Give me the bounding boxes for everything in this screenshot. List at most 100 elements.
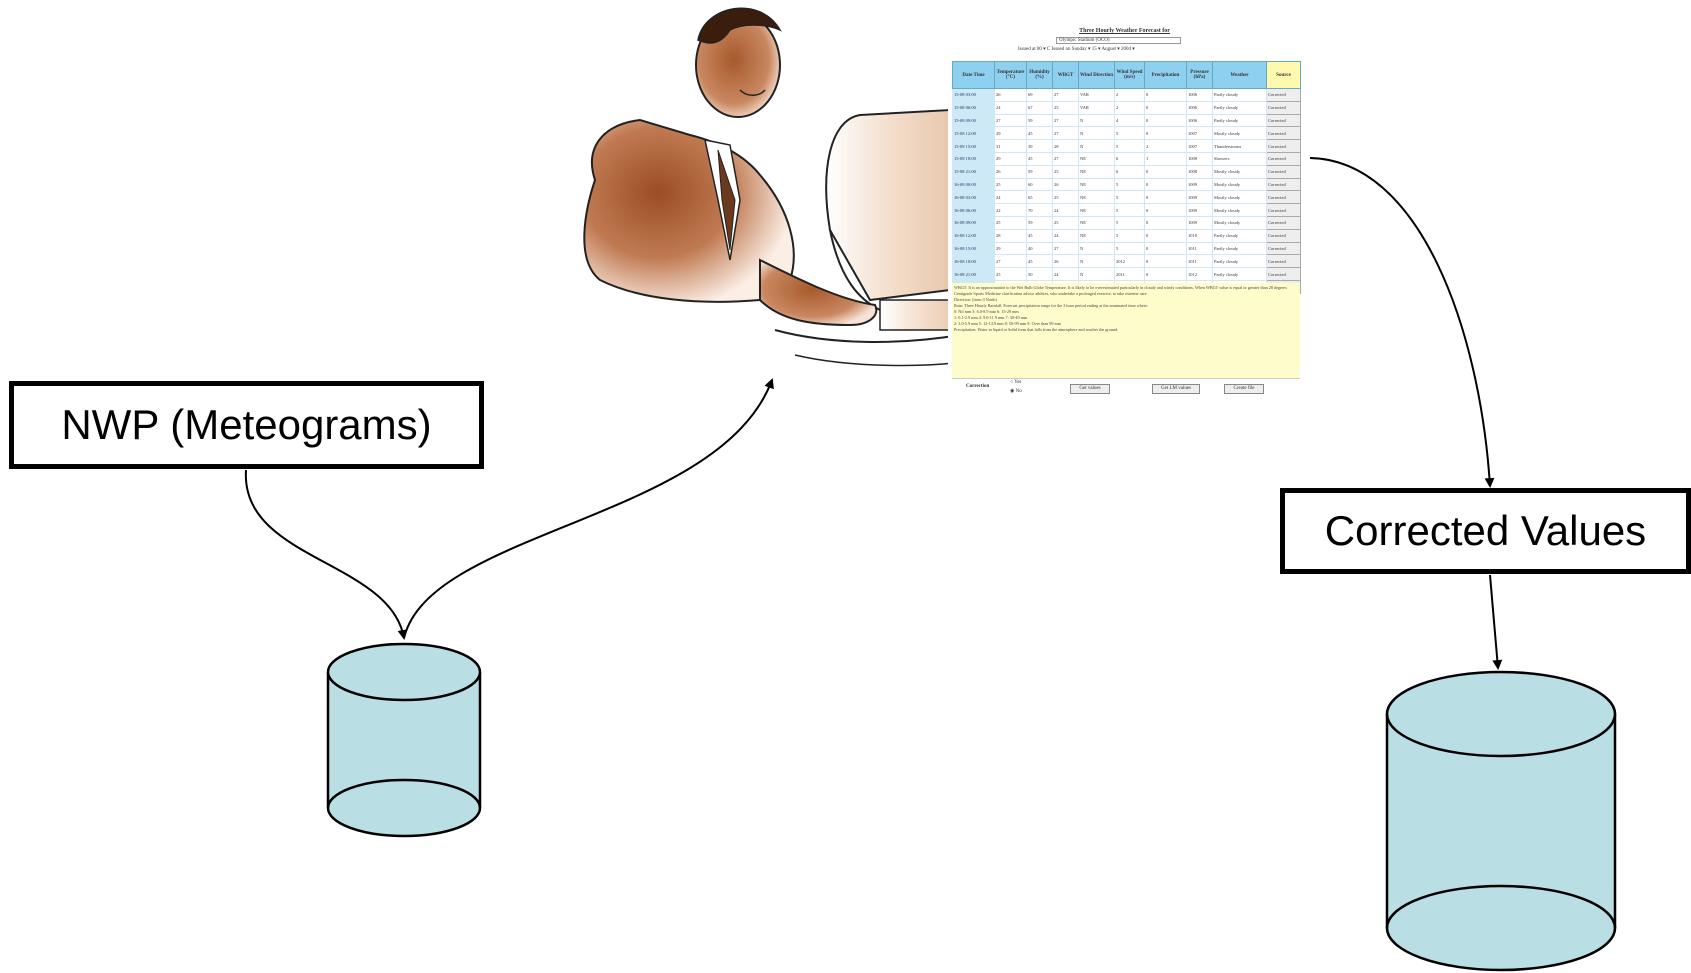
table-cell[interactable]: N <box>1078 139 1115 153</box>
table-cell[interactable]: 0 <box>1144 190 1187 205</box>
table-cell[interactable]: 27 <box>1052 113 1079 128</box>
table-cell[interactable]: NE <box>1078 203 1115 217</box>
table-cell[interactable]: Corrected <box>1266 126 1301 141</box>
table-cell[interactable]: 45 <box>1026 254 1053 269</box>
table-cell[interactable]: 1011 <box>1186 241 1213 256</box>
create-file-button[interactable]: Create file <box>1224 384 1264 394</box>
table-cell[interactable]: 29 <box>994 151 1027 166</box>
table-cell[interactable]: 1007 <box>1186 139 1213 153</box>
table-cell[interactable]: Corrected <box>1266 113 1301 128</box>
table-cell[interactable]: 6 <box>1114 151 1145 166</box>
table-cell[interactable]: Mostly cloudy <box>1212 177 1267 192</box>
table-cell[interactable]: Corrected <box>1266 139 1301 153</box>
table-cell[interactable]: 5 <box>1114 241 1145 256</box>
table-cell[interactable]: 25 <box>994 177 1027 192</box>
table-cell[interactable]: Mostly cloudy <box>1212 126 1267 141</box>
table-cell[interactable]: 5 <box>1114 228 1145 243</box>
table-cell[interactable]: Corrected <box>1266 228 1301 243</box>
table-cell[interactable]: 0 <box>1144 88 1187 102</box>
table-cell[interactable]: NE <box>1078 215 1115 230</box>
table-cell[interactable]: 45 <box>1026 151 1053 166</box>
table-cell[interactable]: 25 <box>994 267 1027 281</box>
table-cell[interactable]: 0 <box>1144 203 1187 217</box>
table-cell[interactable]: Mostly cloudy <box>1212 164 1267 179</box>
table-cell[interactable]: 1009 <box>1186 203 1213 217</box>
issue-controls[interactable]: Issued at 00 ▾ C Issued on Sunday ▾ 15 ▾… <box>1018 47 1135 52</box>
table-cell[interactable]: 1010 <box>1186 228 1213 243</box>
table-cell[interactable]: Partly cloudy <box>1212 228 1267 243</box>
table-cell[interactable]: 1006 <box>1186 88 1213 102</box>
table-cell[interactable]: NE <box>1078 164 1115 179</box>
table-cell[interactable]: 24 <box>1052 228 1079 243</box>
table-cell[interactable]: 28 <box>994 228 1027 243</box>
table-cell[interactable]: 0 <box>1144 241 1187 256</box>
radio-yes[interactable]: ○ Yes <box>1010 380 1022 385</box>
table-cell[interactable]: 31 <box>994 139 1027 153</box>
table-cell[interactable]: 26 <box>994 164 1027 179</box>
table-cell[interactable]: 0 <box>1144 215 1187 230</box>
table-cell[interactable]: Partly cloudy <box>1212 241 1267 256</box>
table-cell[interactable]: Partly cloudy <box>1212 100 1267 115</box>
get-lm-values-button[interactable]: Get LM values <box>1152 384 1200 394</box>
table-cell[interactable]: 27 <box>994 254 1027 269</box>
table-cell[interactable]: 1007 <box>1186 126 1213 141</box>
table-cell[interactable]: 5 <box>1114 190 1145 205</box>
table-cell[interactable]: 59 <box>1026 215 1053 230</box>
table-cell[interactable]: 26 <box>994 88 1027 102</box>
table-cell[interactable]: Mostly cloudy <box>1212 203 1267 217</box>
table-cell[interactable]: VAR <box>1078 88 1115 102</box>
table-cell[interactable]: 27 <box>1052 151 1079 166</box>
table-cell[interactable]: Partly cloudy <box>1212 267 1267 281</box>
table-cell[interactable]: Mostly cloudy <box>1212 215 1267 230</box>
table-cell[interactable]: 27 <box>1052 126 1079 141</box>
table-cell[interactable]: 22 <box>994 203 1027 217</box>
table-cell[interactable]: 24 <box>1052 267 1079 281</box>
table-cell[interactable]: Corrected <box>1266 88 1301 102</box>
table-cell[interactable]: Corrected <box>1266 164 1301 179</box>
table-cell[interactable]: 1 <box>1144 151 1187 166</box>
table-cell[interactable]: 1012 <box>1186 267 1213 281</box>
table-cell[interactable]: 45 <box>1026 228 1053 243</box>
table-cell[interactable]: 5 <box>1114 215 1145 230</box>
table-cell[interactable]: Corrected <box>1266 215 1301 230</box>
table-cell[interactable]: 1008 <box>1186 164 1213 179</box>
table-cell[interactable]: 2 <box>1114 88 1145 102</box>
table-cell[interactable]: 29 <box>994 126 1027 141</box>
table-cell[interactable]: 26 <box>1052 177 1079 192</box>
table-cell[interactable]: Partly cloudy <box>1212 254 1267 269</box>
table-cell[interactable]: N <box>1078 241 1115 256</box>
table-cell[interactable]: 24 <box>1052 203 1079 217</box>
table-cell[interactable]: 1009 <box>1186 190 1213 205</box>
table-cell[interactable]: 60 <box>1026 177 1053 192</box>
table-cell[interactable]: 59 <box>1026 164 1053 179</box>
table-cell[interactable]: 24 <box>994 190 1027 205</box>
table-cell[interactable]: 1009 <box>1186 215 1213 230</box>
table-cell[interactable]: 25 <box>1052 190 1079 205</box>
table-cell[interactable]: Corrected <box>1266 254 1301 269</box>
table-cell[interactable]: Showers <box>1212 151 1267 166</box>
table-cell[interactable]: 27 <box>994 113 1027 128</box>
table-cell[interactable]: VAR <box>1078 100 1115 115</box>
table-cell[interactable]: 2011 <box>1114 267 1145 281</box>
table-cell[interactable]: 4 <box>1114 113 1145 128</box>
table-cell[interactable]: 25 <box>1052 215 1079 230</box>
table-cell[interactable]: Corrected <box>1266 267 1301 281</box>
table-cell[interactable]: 67 <box>1026 100 1053 115</box>
table-cell[interactable]: 0 <box>1144 113 1187 128</box>
table-cell[interactable]: Mostly cloudy <box>1212 190 1267 205</box>
table-cell[interactable]: 45 <box>1026 126 1053 141</box>
table-cell[interactable]: 24 <box>994 100 1027 115</box>
table-cell[interactable]: 25 <box>1052 164 1079 179</box>
table-cell[interactable]: 5 <box>1114 139 1145 153</box>
table-cell[interactable]: 5 <box>1114 203 1145 217</box>
table-cell[interactable]: Corrected <box>1266 190 1301 205</box>
table-cell[interactable]: 1006 <box>1186 100 1213 115</box>
table-cell[interactable]: Corrected <box>1266 241 1301 256</box>
table-cell[interactable]: Corrected <box>1266 203 1301 217</box>
location-select[interactable]: Olympic Stadium (OCO) <box>1056 37 1181 44</box>
table-cell[interactable]: 0 <box>1144 164 1187 179</box>
table-cell[interactable]: NE <box>1078 228 1115 243</box>
table-cell[interactable]: 50 <box>1026 267 1053 281</box>
table-cell[interactable]: Thunderstorms <box>1212 139 1267 153</box>
get-values-button[interactable]: Get values <box>1070 384 1110 394</box>
